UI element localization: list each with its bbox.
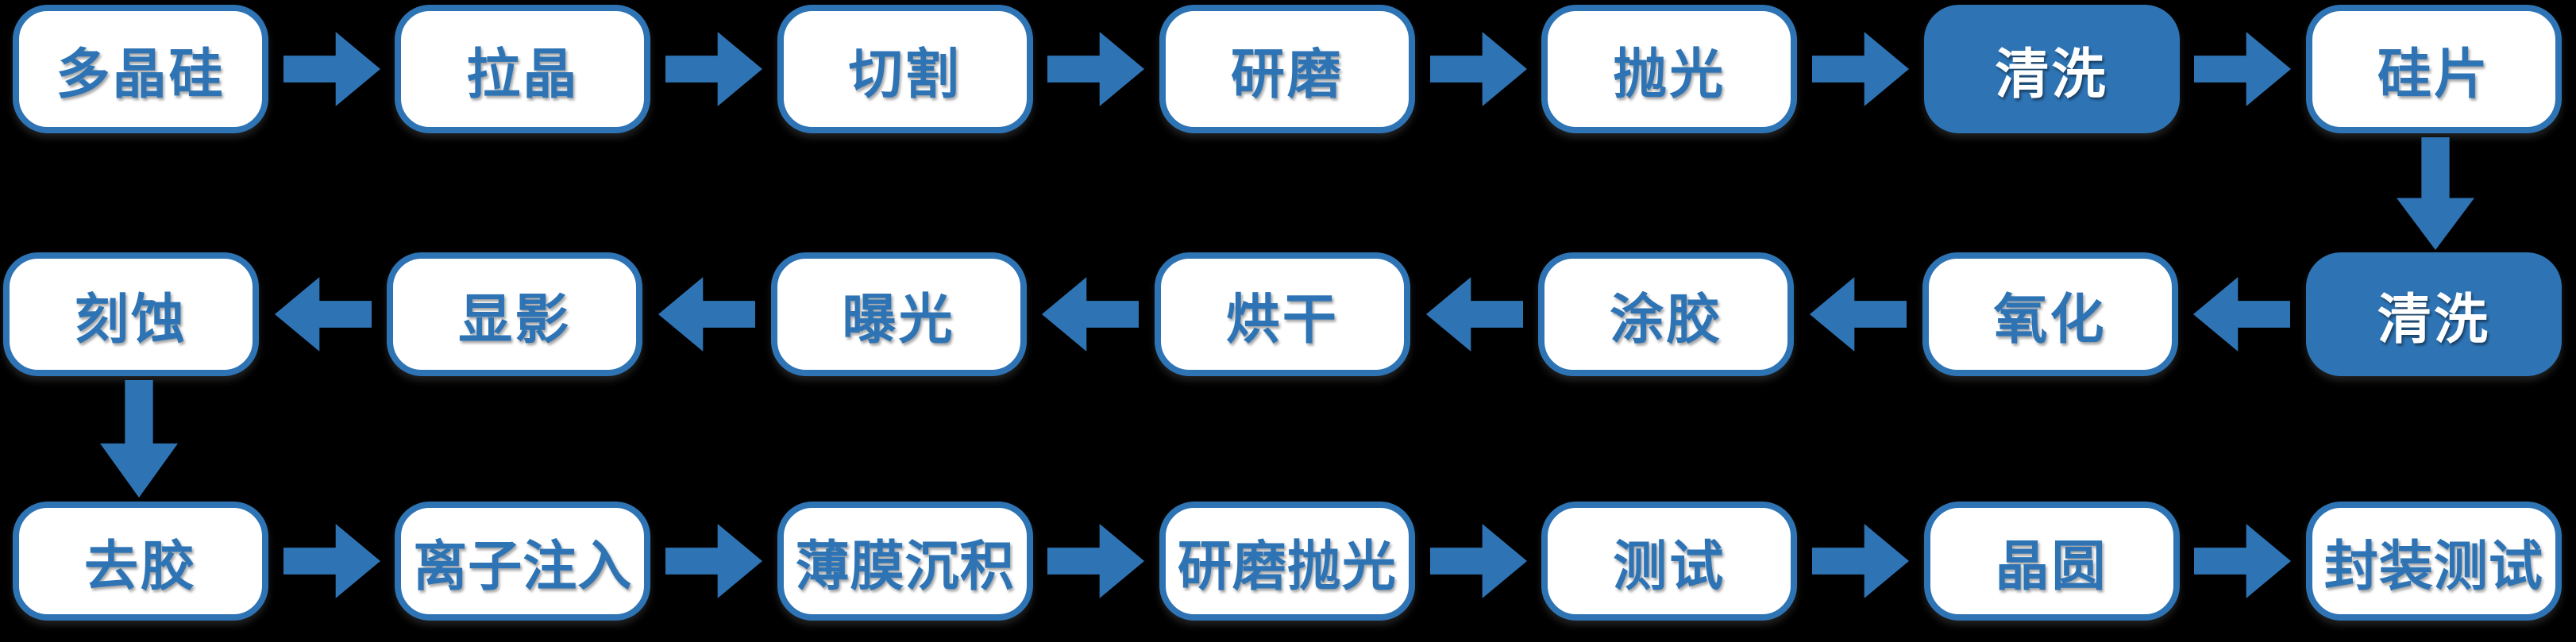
node-crystal-pulling: 拉晶 [395,5,651,133]
arrow-right-icon [665,522,762,600]
arrow-right-icon [283,30,380,108]
arrow-down-icon [2397,137,2474,250]
arrow-left-icon [2193,275,2291,353]
node-cleaning-row2: 清洗 [2305,252,2562,376]
arrow-left-icon [1042,275,1140,353]
node-packaging-testing: 封装测试 [2305,502,2562,621]
node-slicing: 切割 [777,5,1033,133]
arrow-left-icon [1809,275,1907,353]
node-oxidation: 氧化 [1922,252,2178,376]
node-exposure: 曝光 [770,252,1027,376]
arrow-right-icon [2194,522,2292,600]
flow-row-3: 去胶 离子注入 薄膜沉积 研磨抛光 测试 晶圆 封装测试 [13,502,2562,621]
arrow-right-icon [1429,30,1527,108]
node-polysilicon: 多晶硅 [13,5,268,133]
node-thin-film-deposition: 薄膜沉积 [777,502,1033,621]
node-etching: 刻蚀 [3,252,259,376]
arrow-right-icon [1047,522,1145,600]
node-grinding: 研磨 [1159,5,1415,133]
node-testing: 测试 [1541,502,1798,621]
arrow-left-icon [657,275,755,353]
node-polishing: 抛光 [1541,5,1798,133]
arrow-left-icon [1425,275,1523,353]
arrow-right-icon [1811,522,1909,600]
arrow-right-icon [1429,522,1527,600]
node-ion-implantation: 离子注入 [395,502,651,621]
node-resist-stripping: 去胶 [13,502,268,621]
arrow-right-icon [1811,30,1909,108]
node-silicon-wafer: 硅片 [2305,5,2562,133]
node-drying: 烘干 [1154,252,1410,376]
node-wafer: 晶圆 [1923,502,2180,621]
flow-row-1: 多晶硅 拉晶 切割 研磨 抛光 清洗 硅片 [13,5,2562,133]
arrow-left-icon [274,275,372,353]
flow-row-2: 刻蚀 显影 曝光 烘干 涂胶 氧化 清洗 [3,252,2562,376]
arrow-right-icon [283,522,380,600]
arrow-down-icon [100,380,178,498]
arrow-right-icon [665,30,762,108]
arrow-right-icon [1047,30,1145,108]
node-cleaning-row1: 清洗 [1923,5,2180,133]
node-grinding-polishing: 研磨抛光 [1159,502,1415,621]
node-resist-coating: 涂胶 [1538,252,1795,376]
arrow-right-icon [2194,30,2292,108]
node-developing: 显影 [387,252,643,376]
